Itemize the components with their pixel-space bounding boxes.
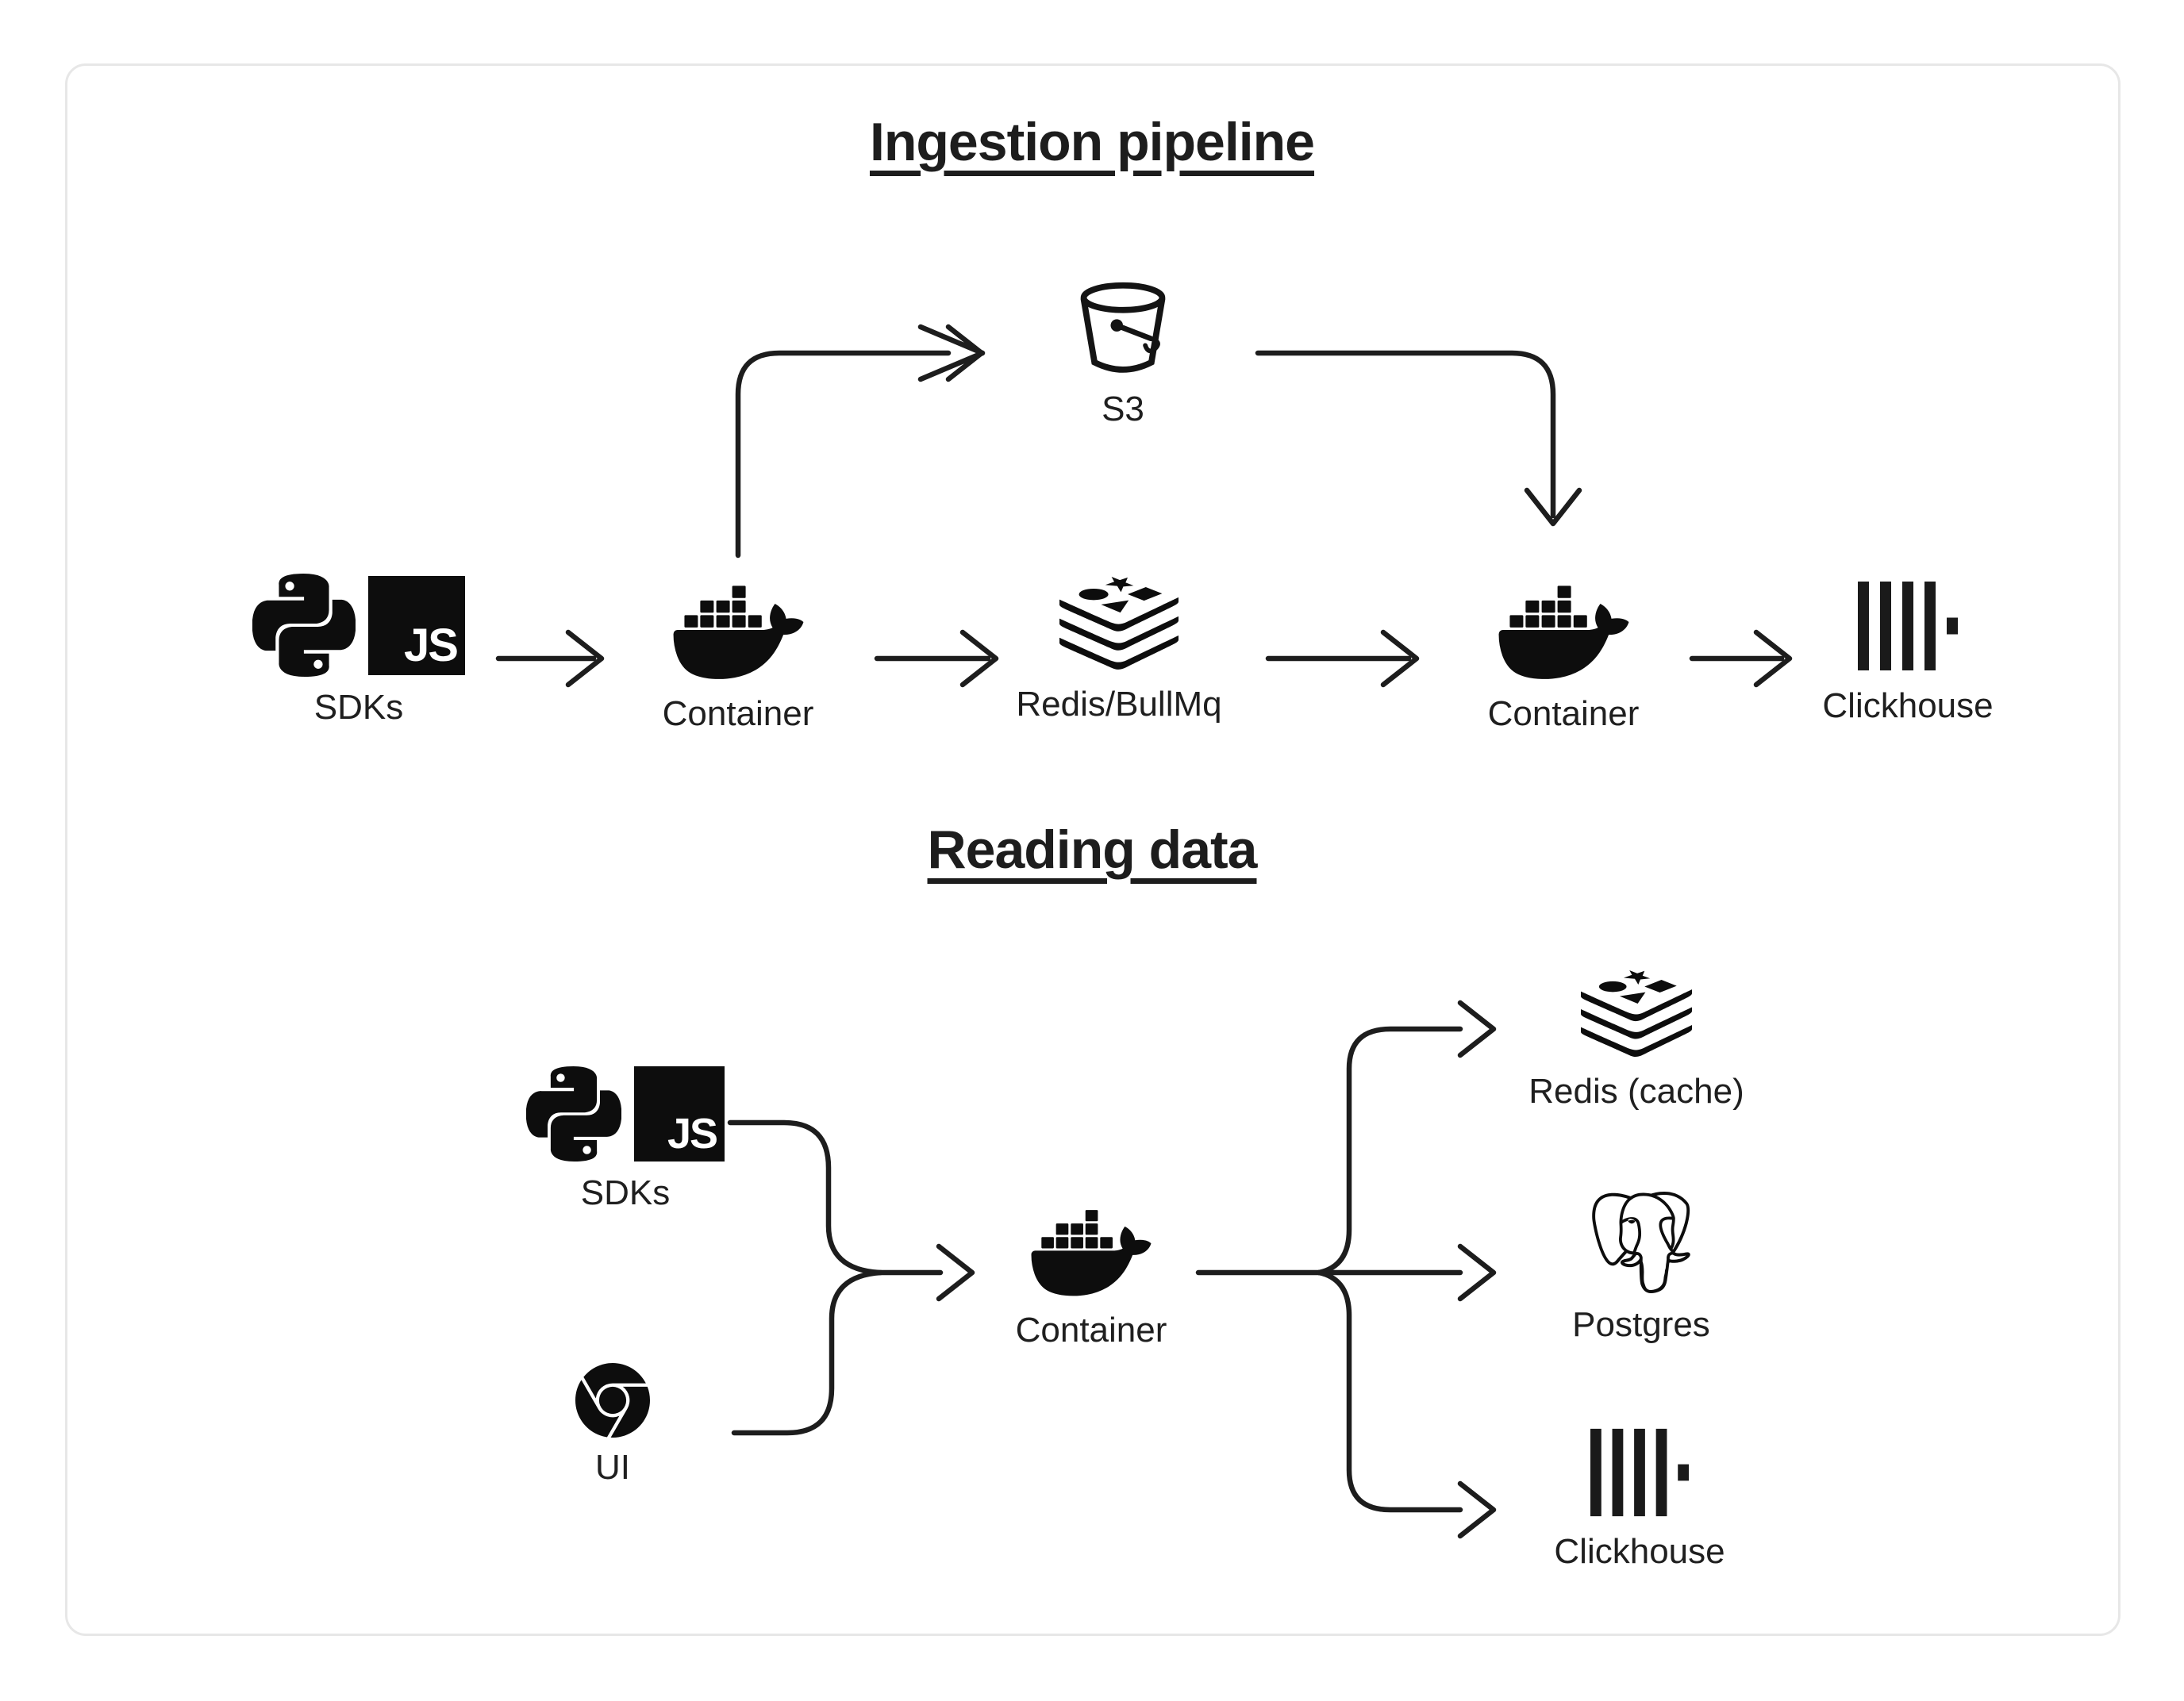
python-icon bbox=[252, 574, 356, 677]
s3-label: S3 bbox=[1102, 390, 1144, 428]
reading-clickhouse-label: Clickhouse bbox=[1554, 1532, 1725, 1571]
node-ui: UI bbox=[549, 1363, 676, 1488]
javascript-icon: JS bbox=[368, 575, 465, 675]
postgres-label: Postgres bbox=[1572, 1305, 1710, 1344]
worker-container-label: Container bbox=[1487, 694, 1640, 733]
node-worker-container: Container bbox=[1468, 583, 1659, 735]
redis-icon bbox=[1059, 577, 1179, 670]
redis-icon bbox=[1581, 970, 1692, 1058]
node-reading-sdks: JS SDKs bbox=[506, 1065, 744, 1214]
sdk-icons: JS bbox=[526, 1065, 725, 1163]
javascript-icon-text: JS bbox=[667, 1110, 718, 1158]
reading-container-label: Container bbox=[1015, 1311, 1167, 1350]
node-redis-bullmq: Redis/BullMq bbox=[992, 573, 1246, 725]
chrome-browser-icon bbox=[575, 1363, 650, 1438]
docker-icon bbox=[1031, 1210, 1152, 1296]
docker-icon bbox=[1498, 586, 1628, 679]
ingestion-clickhouse-label: Clickhouse bbox=[1822, 686, 1994, 725]
node-postgres: Postgres bbox=[1522, 1190, 1760, 1346]
ingestion-section-title: Ingestion pipeline bbox=[869, 112, 1315, 172]
node-redis-cache: Redis (cache) bbox=[1502, 966, 1771, 1112]
python-icon bbox=[526, 1066, 621, 1162]
node-reading-container: Container bbox=[996, 1208, 1186, 1351]
reading-section-title: Reading data bbox=[927, 820, 1258, 880]
ingestion-container-label: Container bbox=[662, 694, 814, 733]
ingestion-sdks-label: SDKs bbox=[313, 688, 404, 727]
postgres-icon bbox=[1592, 1192, 1690, 1294]
node-reading-clickhouse: Clickhouse bbox=[1521, 1423, 1759, 1572]
clickhouse-icon bbox=[1590, 1428, 1689, 1517]
node-s3: S3 bbox=[1044, 279, 1202, 430]
docker-icon bbox=[673, 586, 803, 679]
diagram-card bbox=[65, 63, 2121, 1636]
s3-bucket-icon bbox=[1080, 282, 1166, 373]
node-ingestion-clickhouse: Clickhouse bbox=[1813, 576, 2003, 727]
clickhouse-icon bbox=[1858, 582, 1958, 670]
javascript-icon: JS bbox=[634, 1066, 725, 1162]
node-ingestion-sdks: JS SDKs bbox=[240, 573, 478, 728]
node-ingestion-container: Container bbox=[643, 583, 833, 735]
reading-sdks-label: SDKs bbox=[580, 1173, 671, 1212]
sdk-icons: JS bbox=[252, 573, 465, 678]
javascript-icon-text: JS bbox=[404, 619, 459, 671]
redis-bullmq-label: Redis/BullMq bbox=[1016, 685, 1222, 724]
redis-cache-label: Redis (cache) bbox=[1528, 1072, 1744, 1111]
ui-label: UI bbox=[595, 1448, 630, 1487]
